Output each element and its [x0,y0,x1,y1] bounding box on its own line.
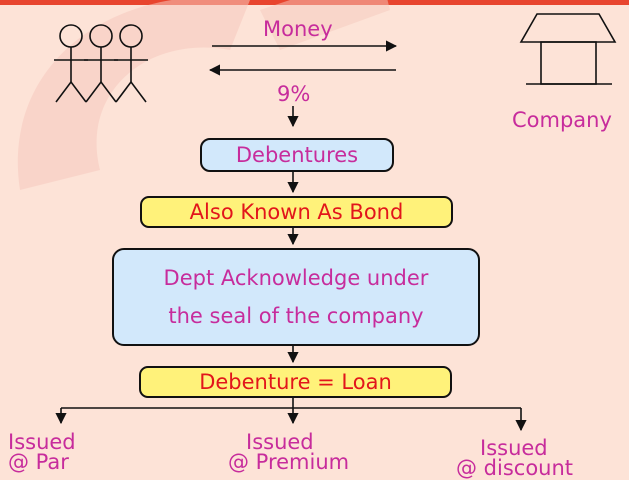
acknowledge-line-1: Dept Acknowledge under [163,266,429,290]
acknowledge-box: Dept Acknowledge under the seal of the c… [112,248,480,346]
money-label: Money [263,17,333,41]
rate-label: 9% [277,82,311,106]
debentures-box: Debentures [200,138,394,172]
issued-premium-line-2: @ Premium [228,450,350,474]
acknowledge-line-2: the seal of the company [168,304,424,328]
debentures-text: Debentures [235,143,359,167]
issued-premium-line-1: Issued [246,430,314,454]
issued-discount: Issued @ discount [456,436,574,480]
issued-discount-line-2: @ discount [456,456,574,480]
people-group-icon [54,24,148,103]
company-label: Company [512,108,612,132]
loan-box: Debenture = Loan [139,366,452,398]
issued-discount-line-1: Issued [480,436,548,460]
loan-text: Debenture = Loan [199,370,392,394]
issued-par: Issued @ Par [8,430,76,474]
issued-premium: Issued @ Premium [228,430,350,474]
issued-par-line-2: @ Par [8,450,69,474]
issued-par-line-1: Issued [8,430,76,454]
company-building-icon [519,13,617,85]
bond-text: Also Known As Bond [189,200,404,224]
bond-box: Also Known As Bond [140,196,453,228]
